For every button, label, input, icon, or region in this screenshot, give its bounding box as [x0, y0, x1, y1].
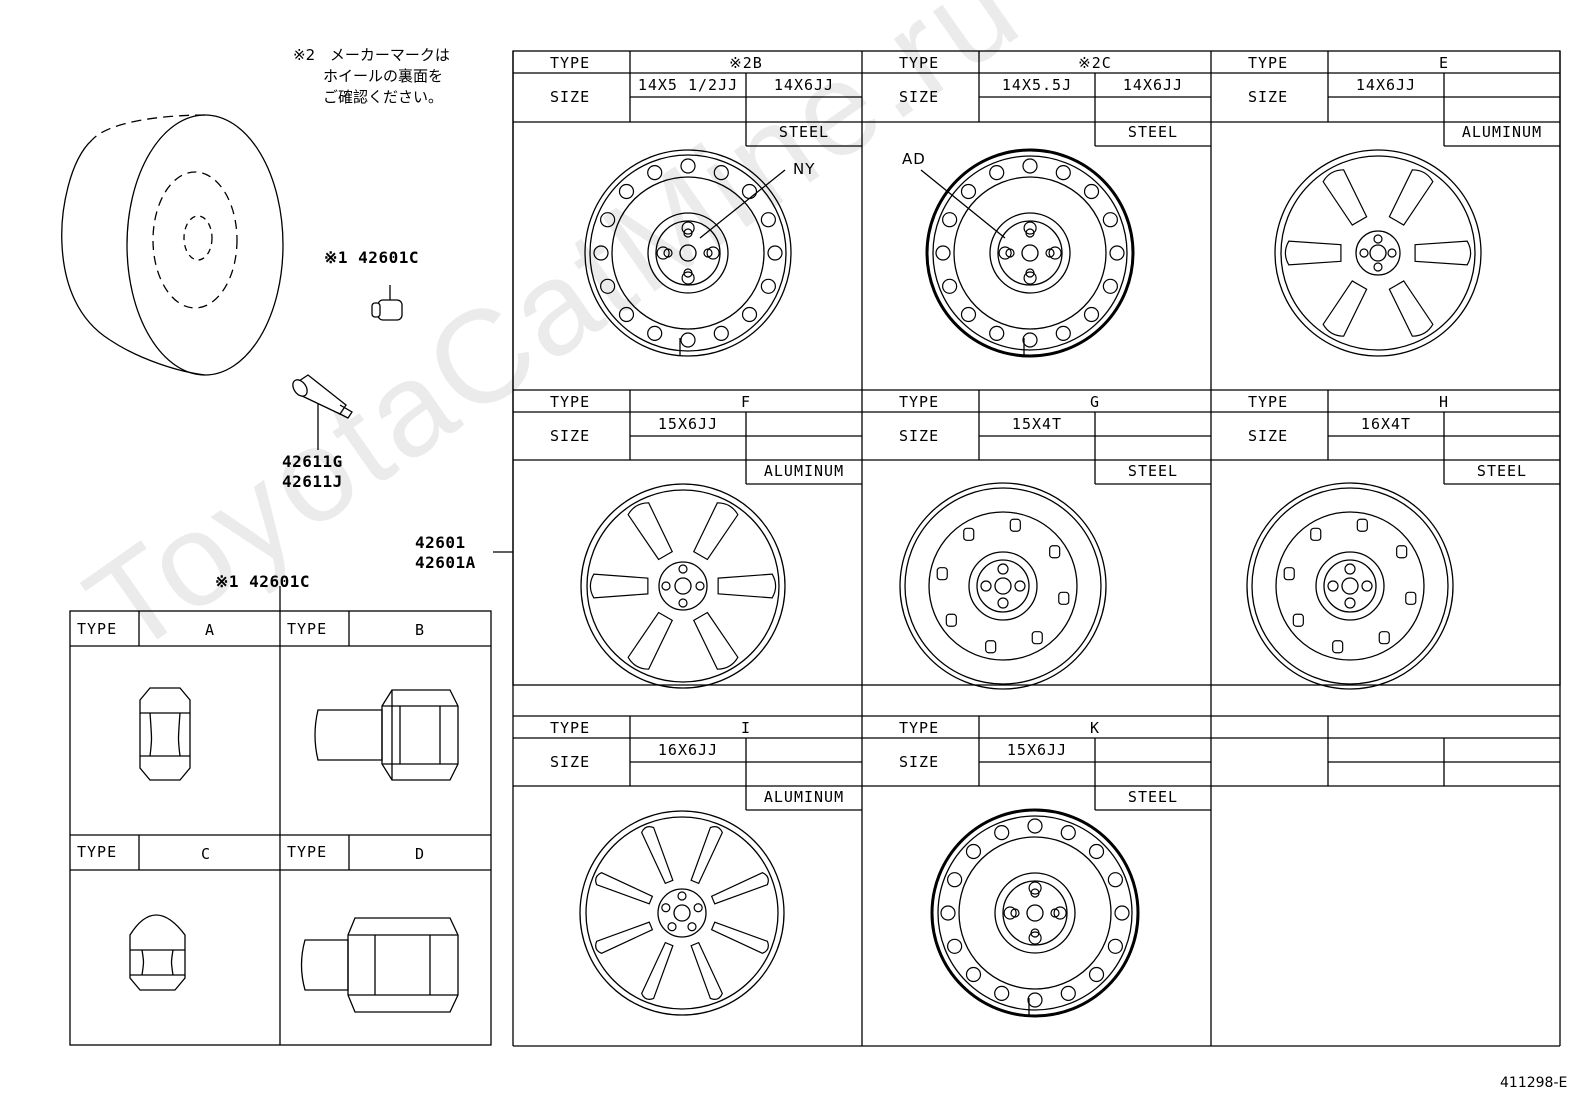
figure-id: 411298-E: [1500, 1075, 1568, 1091]
nut-type-label-b: TYPE: [287, 620, 328, 638]
part-number-valve-2[interactable]: 42611J: [282, 472, 343, 491]
wheel-size-value: 16X4T: [1360, 415, 1412, 433]
wheel-size-value: 14X6JJ: [1355, 76, 1417, 94]
wheel-size-label: SIZE: [1248, 427, 1289, 445]
part-number-wheel-1[interactable]: 42601: [415, 533, 466, 552]
wheel-type-label: TYPE: [550, 54, 591, 72]
wheel-type-value: G: [1089, 393, 1101, 411]
wheel-size-label: SIZE: [550, 753, 591, 771]
wheel-size-value: 14X6JJ: [773, 76, 835, 94]
nut-type-label-a: TYPE: [77, 620, 118, 638]
nut-type-d: D: [415, 845, 426, 863]
note-line-2: ホイールの裏面を: [323, 67, 444, 85]
wheel-size-value: 14X6JJ: [1122, 76, 1184, 94]
wheel-type-label: TYPE: [899, 54, 940, 72]
wheel-type-value: ※2B: [729, 54, 763, 72]
wheel-material: STEEL: [1127, 788, 1179, 806]
nut-type-label-c: TYPE: [77, 843, 118, 861]
wheel-type-value: F: [740, 393, 752, 411]
wheel-material: ALUMINUM: [763, 788, 845, 806]
nut-type-b: B: [415, 621, 426, 639]
nut-type-c: C: [201, 845, 212, 863]
manufacturer-mark-note: ※2 メーカーマークは ホイールの裏面を ご確認ください。: [293, 45, 450, 108]
wheel-size-value: 15X6JJ: [1006, 741, 1068, 759]
wheel-size-label: SIZE: [550, 427, 591, 445]
note-line-3: ご確認ください。: [323, 88, 444, 106]
wheel-size-label: SIZE: [899, 88, 940, 106]
wheel-size-value: 16X6JJ: [657, 741, 719, 759]
wheel-type-label: TYPE: [1248, 393, 1289, 411]
part-number-nut-table[interactable]: ※1 42601C: [215, 572, 310, 591]
callout-ny: NY: [793, 160, 816, 178]
wheel-type-label: TYPE: [899, 719, 940, 737]
part-number-nut[interactable]: ※1 42601C: [324, 248, 419, 267]
wheel-material: ALUMINUM: [1461, 123, 1543, 141]
wheel-size-value: 14X5.5J: [1001, 76, 1073, 94]
nut-type-label-d: TYPE: [287, 843, 328, 861]
wheel-type-value: H: [1438, 393, 1450, 411]
wheel-material: STEEL: [1127, 462, 1179, 480]
wheel-type-value: E: [1438, 54, 1450, 72]
wheel-material: STEEL: [1476, 462, 1528, 480]
wheel-material: STEEL: [1127, 123, 1179, 141]
wheel-type-value: K: [1089, 719, 1101, 737]
wheel-type-value: ※2C: [1078, 54, 1112, 72]
wheel-material: STEEL: [778, 123, 830, 141]
wheel-size-label: SIZE: [899, 753, 940, 771]
note-mark: ※2: [293, 46, 316, 64]
wheel-size-label: SIZE: [1248, 88, 1289, 106]
wheel-type-label: TYPE: [550, 719, 591, 737]
wheel-size-label: SIZE: [550, 88, 591, 106]
wheel-size-value: 14X5 1/2JJ: [637, 76, 739, 94]
callout-ad: AD: [902, 150, 926, 168]
wheel-type-label: TYPE: [1248, 54, 1289, 72]
wheel-type-value: I: [740, 719, 752, 737]
part-number-valve-1[interactable]: 42611G: [282, 452, 343, 471]
wheel-size-value: 15X6JJ: [657, 415, 719, 433]
wheel-type-label: TYPE: [550, 393, 591, 411]
wheel-type-label: TYPE: [899, 393, 940, 411]
nut-type-a: A: [205, 621, 216, 639]
wheel-size-label: SIZE: [899, 427, 940, 445]
part-number-wheel-2[interactable]: 42601A: [415, 553, 476, 572]
note-line-1: メーカーマークは: [329, 46, 450, 64]
wheel-material: ALUMINUM: [763, 462, 845, 480]
wheel-size-value: 15X4T: [1011, 415, 1063, 433]
